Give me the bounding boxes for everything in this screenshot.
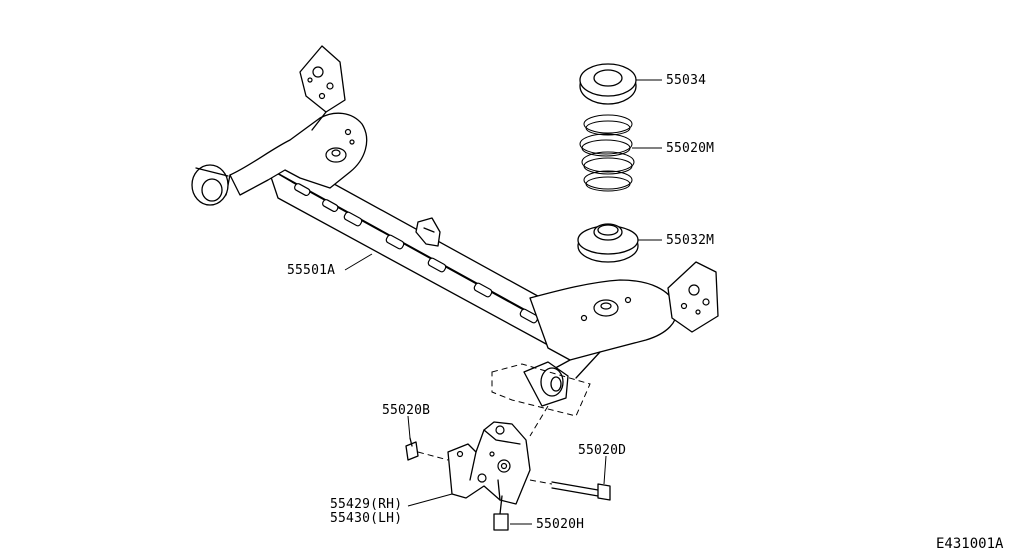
beam-slots <box>294 183 539 324</box>
callout-beam: 55501A <box>287 263 335 278</box>
diagram-reference-code: E431001A <box>936 536 1004 552</box>
rear-axle-beam <box>191 45 719 407</box>
lower-spring-seat <box>577 223 639 263</box>
callout-upper-seat: 55034 <box>666 73 706 88</box>
callout-bolt-d: 55020D <box>578 443 626 458</box>
callout-lower-seat: 55032M <box>666 233 714 248</box>
callout-bracket-lh: 55430(LH) <box>330 511 402 526</box>
callout-bolt-h: 55020H <box>536 517 584 532</box>
left-bushing <box>191 164 229 206</box>
bolt-55020b <box>405 437 449 461</box>
callout-bolt-b: 55020B <box>382 403 430 418</box>
bolt-55020h <box>493 495 509 531</box>
upper-spring-seat <box>579 63 637 105</box>
leader-lines <box>344 79 662 525</box>
mounting-bracket <box>447 421 531 505</box>
callout-bracket-rh: 55429(RH) <box>330 497 402 512</box>
mount-relation-box <box>491 363 591 417</box>
right-bushing <box>523 361 569 407</box>
callout-coil-spring: 55020M <box>666 141 714 156</box>
coil-spring <box>579 114 635 192</box>
bolt-55020d <box>529 479 611 501</box>
